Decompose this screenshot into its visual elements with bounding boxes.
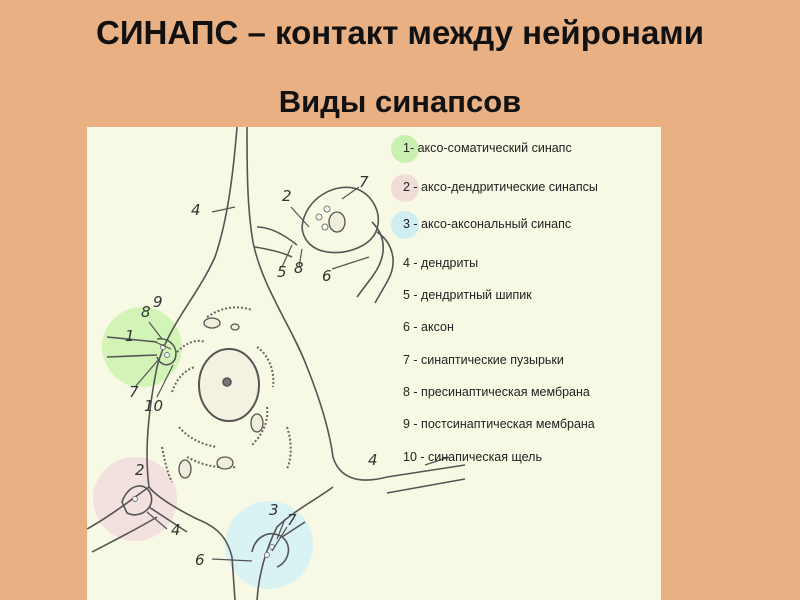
er-7 bbox=[186, 456, 238, 469]
page-subtitle: Виды синапсов bbox=[278, 84, 522, 119]
neuron-right-contour bbox=[246, 127, 466, 481]
er-6 bbox=[206, 306, 253, 318]
top-axon-upper bbox=[356, 221, 384, 298]
label-7-left: 7 bbox=[129, 383, 139, 401]
er-1 bbox=[176, 339, 206, 353]
mitochondrion-3 bbox=[216, 456, 234, 470]
mitochondrion-2 bbox=[178, 459, 192, 479]
mitochondrion-4 bbox=[250, 413, 264, 433]
legend-item-9: 9 - постсинаптическая мембрана bbox=[403, 417, 595, 431]
axo-somatic-highlight bbox=[102, 307, 182, 387]
legend-item-3: 3 - аксо-аксональный синапс bbox=[391, 211, 571, 239]
label-4-right: 4 bbox=[368, 451, 378, 469]
legend-item-1: 1- аксо-соматический синапс bbox=[391, 135, 572, 163]
bottom-axon bbox=[281, 521, 306, 538]
neuron-left-contour bbox=[146, 127, 238, 600]
legend-item-5: 5 - дендритный шипик bbox=[403, 288, 532, 302]
legend-item-10: 10 - синапическая щель bbox=[403, 450, 542, 464]
nucleolus bbox=[222, 377, 232, 387]
label-9-left: 9 bbox=[153, 293, 163, 311]
label-2-top: 2 bbox=[282, 187, 292, 205]
bl-axon bbox=[148, 506, 188, 533]
legend-marker-2 bbox=[391, 174, 419, 202]
er-4 bbox=[256, 346, 275, 388]
vesicle-body bbox=[230, 323, 240, 331]
er-9 bbox=[161, 446, 173, 483]
bl-synapse-knob bbox=[121, 485, 153, 516]
legend-item-8: 8 - пресинаптическая мембрана bbox=[403, 385, 590, 399]
synapse-diagram-panel: 4 2 7 5 8 6 8 9 1 7 10 2 4 3 7 6 4 1- ак… bbox=[87, 127, 661, 600]
legend-item-7: 7 - синаптические пузырьки bbox=[403, 353, 564, 367]
label-6-top: 6 bbox=[322, 267, 332, 285]
page-title: СИНАПС – контакт между нейронами bbox=[95, 14, 705, 51]
neuron-lower-contour bbox=[256, 486, 334, 600]
legend-marker-1 bbox=[391, 135, 419, 163]
spine-upper bbox=[256, 226, 298, 246]
spine-lower bbox=[254, 246, 293, 258]
label-1-left: 1 bbox=[125, 327, 135, 345]
legend-marker-3 bbox=[391, 211, 419, 239]
label-3-bottom: 3 bbox=[269, 501, 279, 519]
left-axon-a bbox=[106, 336, 158, 343]
er-3 bbox=[178, 426, 218, 448]
left-axon-b bbox=[106, 354, 158, 358]
er-5 bbox=[251, 406, 269, 446]
er-2 bbox=[171, 366, 196, 393]
left-dendrite-lower bbox=[91, 516, 158, 553]
mitochondrion-1 bbox=[203, 317, 221, 329]
label-8-top: 8 bbox=[294, 259, 304, 277]
label-7-bottom: 7 bbox=[287, 511, 297, 529]
label-2-bottom-left: 2 bbox=[135, 461, 145, 479]
right-dendrite-lower bbox=[386, 478, 466, 494]
label-6-bottom: 6 bbox=[195, 551, 205, 569]
er-8 bbox=[286, 426, 292, 470]
label-4-bottom-left: 4 bbox=[171, 521, 181, 539]
left-synapse-knob bbox=[156, 337, 177, 366]
mitochondrion-5 bbox=[328, 211, 346, 233]
label-8-left: 8 bbox=[141, 303, 151, 321]
label-7-top: 7 bbox=[359, 173, 369, 191]
neuron-illustration bbox=[87, 127, 466, 600]
left-dendrite bbox=[87, 486, 150, 530]
label-5-top: 5 bbox=[277, 263, 287, 281]
legend-item-2: 2 - аксо-дендритические синапсы bbox=[391, 174, 598, 202]
label-10-left: 10 bbox=[144, 397, 164, 415]
legend-item-4: 4 - дендриты bbox=[403, 256, 479, 270]
label-4-dendrite-top: 4 bbox=[191, 201, 201, 219]
top-axon-lower bbox=[374, 231, 394, 304]
legend-item-6: 6 - аксон bbox=[403, 320, 454, 334]
